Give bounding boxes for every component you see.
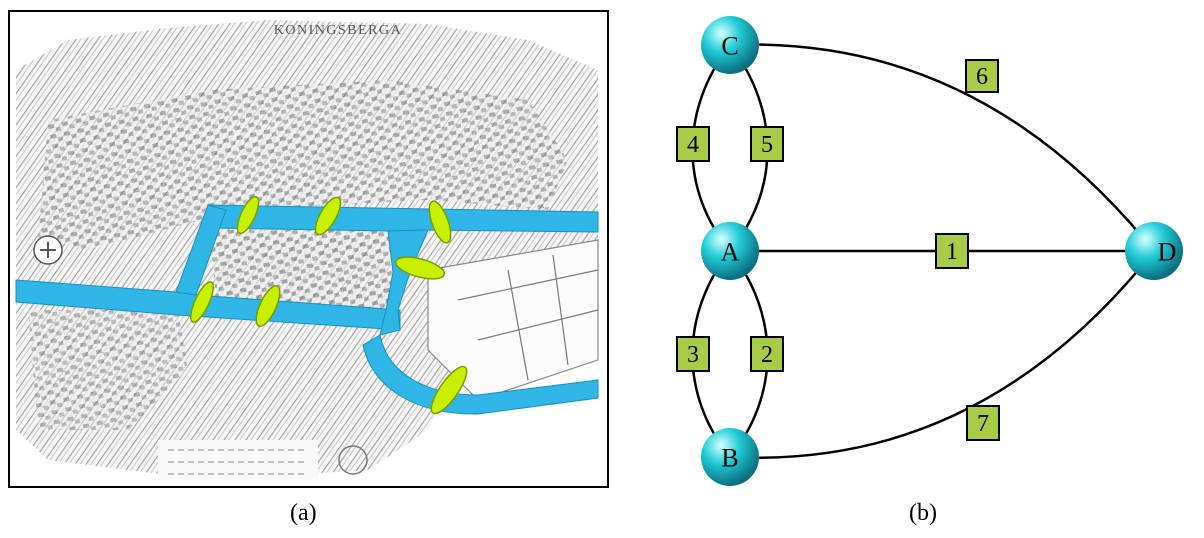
- map-frame: [8, 10, 609, 488]
- node-c: C: [701, 16, 759, 74]
- konigsberg-map-panel: KONINGSBERGA: [8, 10, 609, 488]
- edge-label-1: 1: [935, 233, 969, 269]
- svg-text:6: 6: [976, 64, 988, 90]
- edge-label-7: 7: [966, 405, 1000, 441]
- svg-text:4: 4: [687, 132, 699, 158]
- svg-text:B: B: [721, 444, 738, 473]
- caption-b: (b): [909, 500, 937, 526]
- legend-crest-icon: [338, 445, 368, 475]
- node-a: A: [701, 222, 759, 280]
- edge-label-5: 5: [750, 126, 784, 162]
- bridge-3: [428, 200, 452, 244]
- graph-panel: 6 4 5 1 3 2 7: [640, 0, 1204, 533]
- edge-label-4: 4: [676, 126, 710, 162]
- svg-text:C: C: [721, 32, 738, 61]
- node-b: B: [701, 428, 759, 486]
- svg-text:1: 1: [946, 239, 958, 265]
- edge-label-6: 6: [965, 59, 999, 93]
- svg-text:2: 2: [761, 342, 773, 368]
- bridge-1: [236, 195, 260, 235]
- edge-label-3: 3: [676, 336, 710, 372]
- svg-text:7: 7: [977, 411, 989, 437]
- bridge-4: [394, 256, 446, 280]
- caption-a: (a): [290, 500, 317, 526]
- bridge-7: [430, 365, 468, 415]
- bridge-6: [255, 285, 281, 327]
- edge-label-2: 2: [750, 336, 784, 372]
- bridge-2: [314, 196, 342, 236]
- bridge-5: [189, 281, 215, 323]
- svg-text:5: 5: [761, 132, 773, 158]
- konigsberg-map: KONINGSBERGA: [8, 10, 609, 488]
- svg-text:A: A: [721, 238, 740, 267]
- node-d: D: [1125, 222, 1183, 280]
- edge-7: [729, 250, 1155, 459]
- svg-text:D: D: [1158, 238, 1177, 267]
- map-title: KONINGSBERGA: [274, 23, 402, 38]
- svg-text:3: 3: [687, 342, 699, 368]
- konigsberg-graph: 6 4 5 1 3 2 7: [676, 16, 1183, 486]
- edge-6: [729, 43, 1155, 252]
